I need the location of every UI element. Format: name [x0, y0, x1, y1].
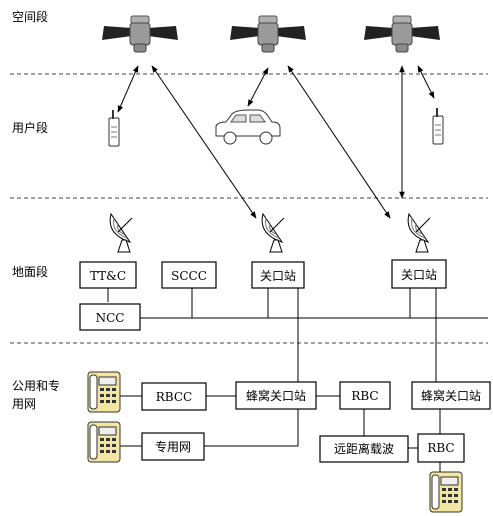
handheld-phone-icon	[433, 108, 443, 144]
ground-segment-label: 地面段	[12, 264, 48, 279]
ttc-box: TT&C	[80, 262, 136, 288]
rbc-box-1: RBC	[340, 382, 390, 409]
satellite-icon	[230, 16, 306, 52]
telephone-icon	[88, 422, 120, 462]
rbc-box-2: RBC	[418, 434, 464, 462]
dish-antenna-icon	[408, 214, 430, 252]
cell-gateway-box-2: 蜂窝关口站	[412, 382, 490, 409]
link-sat3-handheld	[418, 66, 434, 98]
satellite-icon	[102, 16, 178, 52]
sccc-label: SCCC	[171, 269, 207, 283]
ttc-label: TT&C	[90, 269, 126, 283]
rbcc-label: RBCC	[156, 390, 192, 404]
car-icon	[216, 110, 280, 144]
cell-gateway-label: 蜂窝关口站	[246, 388, 306, 403]
link-sat2-gateway	[288, 66, 390, 218]
ncc-box: NCC	[80, 304, 140, 330]
link-sat1-gateway	[152, 66, 256, 218]
satellite-icon	[364, 16, 440, 52]
gateway-box-2: 关口站	[392, 260, 446, 288]
ncc-label: NCC	[96, 311, 125, 325]
handheld-phone-icon	[109, 110, 119, 146]
rbcc-box: RBCC	[142, 383, 206, 410]
long-distance-label: 远距离载波	[334, 441, 394, 456]
dish-antenna-icon	[262, 214, 284, 252]
gateway-label: 关口站	[260, 269, 296, 283]
user-segment-label: 用户段	[12, 120, 48, 135]
cell-gateway-box-1: 蜂窝关口站	[236, 382, 316, 409]
private-net-label: 专用网	[155, 439, 191, 454]
gateway-box-1: 关口站	[252, 262, 304, 288]
dish-antenna-icon	[110, 214, 132, 252]
rbc-label: RBC	[427, 441, 454, 455]
space-segment-label: 空间段	[12, 9, 48, 24]
public-segment-label-line1: 公用和专	[12, 378, 60, 393]
gateway-label: 关口站	[401, 268, 437, 282]
telephone-icon	[88, 372, 120, 412]
cell-gateway-label: 蜂窝关口站	[421, 388, 481, 403]
sccc-box: SCCC	[162, 262, 216, 288]
telephone-icon	[430, 472, 462, 512]
rbc-label: RBC	[351, 389, 378, 403]
link-sat1-handheld	[118, 66, 138, 112]
public-segment-label-line2: 用网	[12, 397, 36, 411]
private-net-box: 专用网	[142, 433, 204, 460]
long-distance-carrier-box: 远距离载波	[320, 436, 408, 462]
